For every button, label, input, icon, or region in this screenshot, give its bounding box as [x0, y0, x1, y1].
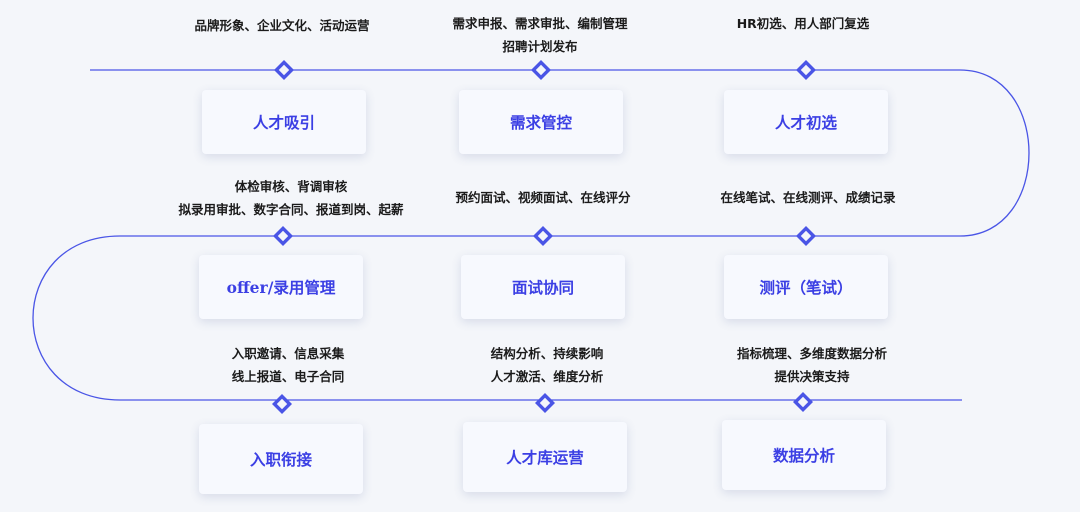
stage-card-assessment[interactable]: 测评（笔试） [724, 255, 888, 319]
stage-desc-line: 拟录用审批、数字合同、报道到岗、起薪 [178, 202, 404, 217]
stage-desc-5: 预约面试、视频面试、在线评分 [393, 186, 693, 209]
stage-desc-line: 品牌形象、企业文化、活动运营 [194, 18, 370, 33]
diamond-node-center [537, 230, 549, 242]
stage-card-offer-management[interactable]: offer/录用管理 [199, 255, 363, 319]
stage-card-data-analysis[interactable]: 数据分析 [722, 420, 886, 490]
stage-title: 数据分析 [772, 446, 835, 465]
diamond-node-center [539, 397, 551, 409]
stage-title: 人才吸引 [252, 113, 315, 132]
stage-desc-line: 指标梳理、多维度数据分析 [736, 346, 887, 361]
stage-title: 面试协同 [511, 278, 574, 297]
stage-desc-line: 招聘计划发布 [502, 39, 578, 54]
diamond-node-center [276, 398, 288, 410]
diamond-node-center [797, 396, 809, 408]
stage-card-onboarding[interactable]: 入职衔接 [199, 424, 363, 494]
stage-card-talent-pool[interactable]: 人才库运营 [463, 422, 627, 492]
stage-card-talent-attraction[interactable]: 人才吸引 [202, 90, 366, 154]
stage-desc-6: 在线笔试、在线测评、成绩记录 [658, 186, 958, 209]
stage-title: 人才初选 [774, 113, 837, 132]
stage-desc-line: 入职邀请、信息采集 [231, 346, 345, 361]
stage-title: 入职衔接 [249, 450, 312, 469]
stage-desc-line: 体检审核、背调审核 [234, 179, 348, 194]
stage-desc-9: 指标梳理、多维度数据分析 提供决策支持 [662, 342, 962, 388]
stage-card-demand-control[interactable]: 需求管控 [459, 90, 623, 154]
diamond-node-center [278, 64, 290, 76]
stage-desc-3: HR初选、用人部门复选 [653, 12, 953, 35]
stage-desc-line: 结构分析、持续影响 [490, 346, 604, 361]
stage-desc-4: 体检审核、背调审核 拟录用审批、数字合同、报道到岗、起薪 [141, 175, 441, 221]
stage-desc-line: 人才激活、维度分析 [490, 369, 604, 384]
stage-desc-line: 需求申报、需求审批、编制管理 [452, 16, 628, 31]
stage-desc-1: 品牌形象、企业文化、活动运营 [132, 14, 432, 37]
stage-desc-7: 入职邀请、信息采集 线上报道、电子合同 [138, 342, 438, 388]
diamond-node-center [535, 64, 547, 76]
stage-card-interview-collaboration[interactable]: 面试协同 [461, 255, 625, 319]
diamond-node-center [277, 230, 289, 242]
stage-title: 人才库运营 [506, 448, 584, 467]
diamond-node-center [800, 230, 812, 242]
stage-desc-2: 需求申报、需求审批、编制管理 招聘计划发布 [390, 12, 690, 58]
stage-card-talent-screening[interactable]: 人才初选 [724, 90, 888, 154]
stage-desc-8: 结构分析、持续影响 人才激活、维度分析 [397, 342, 697, 388]
diamond-node-center [800, 64, 812, 76]
stage-title: 测评（笔试） [759, 278, 853, 297]
stage-desc-line: 在线笔试、在线测评、成绩记录 [720, 190, 896, 205]
serpentine-connector [32, 69, 1030, 401]
stage-desc-line: 线上报道、电子合同 [231, 369, 345, 384]
stage-desc-line: 预约面试、视频面试、在线评分 [455, 190, 631, 205]
stage-desc-line: 提供决策支持 [774, 369, 850, 384]
stage-title: offer/录用管理 [226, 278, 336, 297]
stage-desc-line: HR初选、用人部门复选 [736, 16, 870, 31]
stage-title: 需求管控 [509, 113, 572, 132]
